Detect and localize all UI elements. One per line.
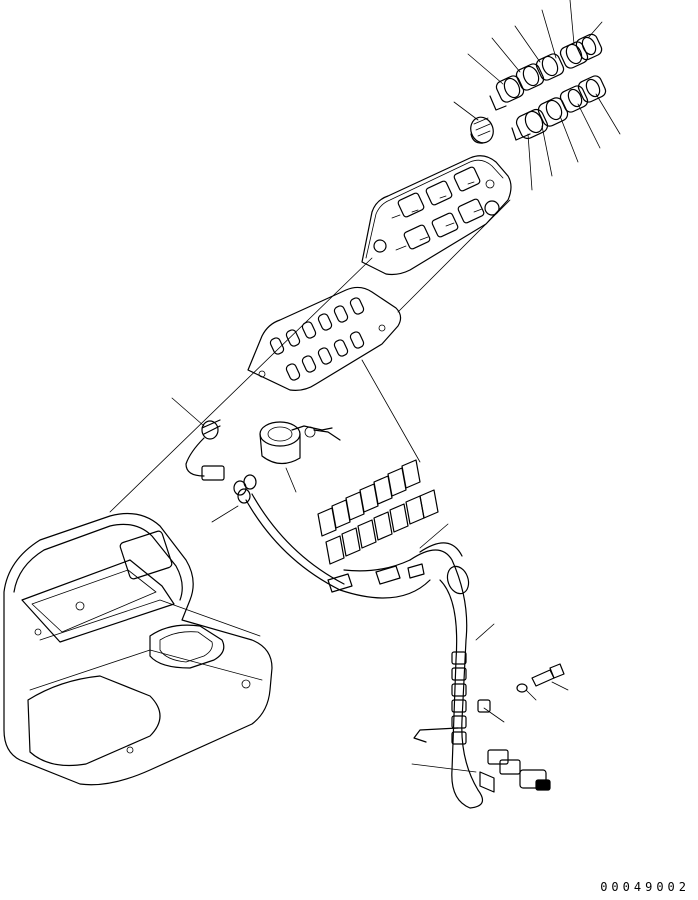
drawing-reference-number: 00049002: [600, 880, 690, 894]
leader-lines-switches: [453, 0, 621, 191]
indicator-lamp: [171, 397, 225, 481]
switch-cluster-upper: [489, 33, 603, 111]
wiring-harness: [343, 542, 484, 809]
dashboard-housing: [3, 513, 273, 786]
harness-connectors-upper: [317, 459, 449, 593]
rotary-knob: [470, 116, 494, 144]
switch-panel-upper: [361, 155, 512, 276]
rocker-switch-5: [575, 33, 603, 61]
assembly-guide-lines: [109, 199, 511, 513]
rocker-switch-1: [489, 75, 525, 111]
rocker-switch-3: [535, 53, 565, 81]
key-switch: [259, 421, 341, 493]
rocker-switch-2: [515, 63, 545, 91]
switch-panel-lower: [247, 286, 402, 391]
bolt-and-washer: [516, 663, 569, 701]
rocker-switch-8: [559, 85, 589, 113]
switch-cluster-lower: [511, 75, 607, 141]
harness-connectors-lower: [411, 623, 551, 793]
rocker-switch-9: [577, 75, 607, 103]
